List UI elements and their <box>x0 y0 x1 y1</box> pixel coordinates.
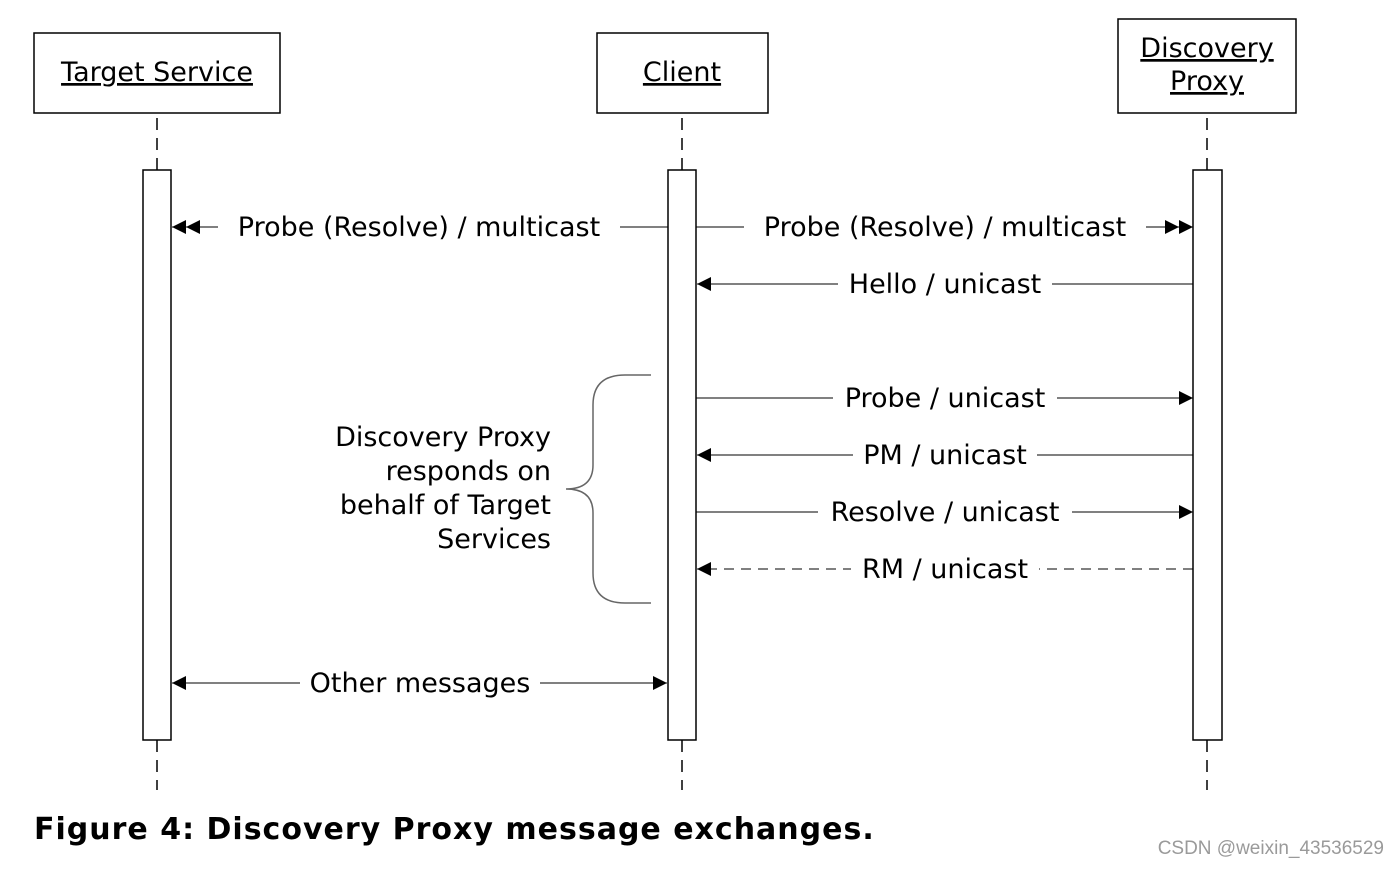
message-label: Probe (Resolve) / multicast <box>764 212 1126 243</box>
message-rm-unicast: RM / unicast <box>697 550 1193 586</box>
message-label: Probe / unicast <box>845 383 1046 414</box>
message-label: PM / unicast <box>863 440 1027 471</box>
participant-label-proxy-line1: Discovery <box>1140 33 1273 64</box>
message-label: Probe (Resolve) / multicast <box>238 212 600 243</box>
note-line: Discovery Proxy <box>335 422 551 453</box>
activation-proxy <box>1192 169 1223 741</box>
participant-label-target: Target Service <box>60 57 253 88</box>
message-other-messages: Other messages <box>172 664 667 700</box>
participant-client: Client <box>596 32 769 114</box>
message-label: Resolve / unicast <box>831 497 1060 528</box>
note-line: responds on <box>386 456 551 487</box>
message-label: Hello / unicast <box>849 269 1041 300</box>
note-line: Services <box>437 524 551 555</box>
message-pm-unicast: PM / unicast <box>697 436 1193 472</box>
curly-brace <box>565 374 651 604</box>
participant-label-client: Client <box>643 57 721 88</box>
message-probe-resolve-multicast-right: Probe (Resolve) / multicast <box>696 208 1193 244</box>
activation-target <box>142 169 172 741</box>
message-resolve-unicast: Resolve / unicast <box>696 493 1193 529</box>
message-hello-unicast: Hello / unicast <box>697 265 1193 301</box>
sequence-diagram: Target Service Client Discovery Proxy Pr… <box>33 18 1297 790</box>
message-label: RM / unicast <box>862 554 1028 585</box>
participant-discovery-proxy: Discovery Proxy <box>1117 18 1297 114</box>
message-probe-resolve-multicast-left: Probe (Resolve) / multicast <box>172 208 668 244</box>
note-discovery-proxy-responds: Discovery Proxy responds on behalf of Ta… <box>335 422 551 555</box>
message-label: Other messages <box>310 668 531 699</box>
participant-target-service: Target Service <box>33 32 281 114</box>
participant-label-proxy-line2: Proxy <box>1170 66 1244 97</box>
message-probe-unicast: Probe / unicast <box>696 379 1193 415</box>
note-line: behalf of Target <box>340 490 551 521</box>
watermark: CSDN @weixin_43536529 <box>1157 838 1384 859</box>
activation-client <box>667 169 697 741</box>
figure-caption: Figure 4: Discovery Proxy message exchan… <box>34 812 875 847</box>
